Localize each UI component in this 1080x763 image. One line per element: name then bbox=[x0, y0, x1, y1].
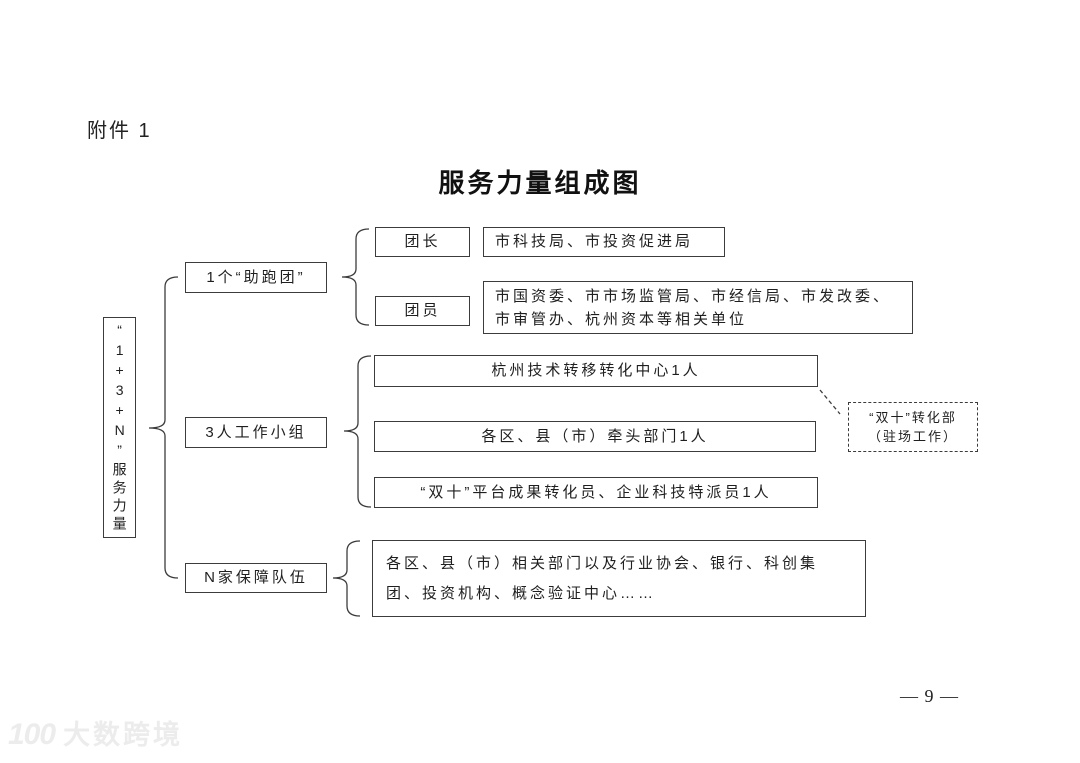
workgroup-item-3-text: “双十”平台成果转化员、企业科技特派员1人 bbox=[420, 483, 772, 501]
support-detail-box: 各区、县（市）相关部门以及行业协会、银行、科创集团、投资机构、概念验证中心…… bbox=[372, 540, 866, 617]
page-number: — 9 — bbox=[900, 686, 959, 706]
tuanyuan-detail-text: 市国资委、市市场监管局、市经信局、市发改委、市审管办、杭州资本等相关单位 bbox=[495, 287, 892, 328]
workgroup-item-3-box: “双十”平台成果转化员、企业科技特派员1人 bbox=[374, 477, 818, 508]
workgroup-item-2-text: 各区、县（市）牵头部门1人 bbox=[481, 427, 709, 445]
dashed-link-line bbox=[819, 389, 841, 415]
workgroup-item-1-text: 杭州技术转移转化中心1人 bbox=[491, 362, 701, 380]
workgroup-item-2-box: 各区、县（市）牵头部门1人 bbox=[374, 421, 816, 452]
tuanzhang-label: 团长 bbox=[404, 233, 441, 251]
page-title: 服务力量组成图 bbox=[438, 168, 642, 198]
attachment-label: 附件 1 bbox=[87, 120, 152, 142]
shuangshi-note-line1: “双十”转化部 bbox=[869, 410, 957, 425]
brace-zhupaotuan-icon bbox=[341, 228, 370, 326]
tuanzhang-box: 团长 bbox=[375, 227, 470, 257]
brace-support-icon bbox=[332, 540, 361, 617]
branch-support-label: N家保障队伍 bbox=[204, 569, 308, 587]
tuanyuan-detail-box: 市国资委、市市场监管局、市经信局、市发改委、市审管办、杭州资本等相关单位 bbox=[483, 281, 913, 334]
branch-zhupaotuan-label: 1个“助跑团” bbox=[206, 268, 306, 286]
brace-workgroup-icon bbox=[343, 355, 372, 508]
tuanzhang-detail-box: 市科技局、市投资促进局 bbox=[483, 227, 725, 257]
branch-zhupaotuan-box: 1个“助跑团” bbox=[185, 262, 327, 293]
watermark: 100 大数跨境 bbox=[8, 720, 183, 750]
root-box-label: “1+3+N”服务力量 bbox=[111, 321, 128, 534]
root-box: “1+3+N”服务力量 bbox=[103, 317, 136, 538]
tuanyuan-box: 团员 bbox=[375, 296, 470, 326]
tuanyuan-label: 团员 bbox=[404, 302, 441, 320]
watermark-text: 大数跨境 bbox=[63, 719, 184, 750]
support-detail-text: 各区、县（市）相关部门以及行业协会、银行、科创集团、投资机构、概念验证中心…… bbox=[386, 554, 819, 602]
tuanzhang-detail-text: 市科技局、市投资促进局 bbox=[495, 233, 694, 251]
branch-workgroup-box: 3人工作小组 bbox=[185, 417, 327, 448]
watermark-logo-icon: 100 bbox=[8, 718, 56, 751]
brace-root-icon bbox=[148, 276, 179, 579]
workgroup-item-1-box: 杭州技术转移转化中心1人 bbox=[374, 355, 818, 387]
shuangshi-note-box: “双十”转化部 （驻场工作） bbox=[848, 402, 978, 452]
shuangshi-note-line2: （驻场工作） bbox=[867, 429, 958, 444]
branch-support-box: N家保障队伍 bbox=[185, 563, 327, 593]
branch-workgroup-label: 3人工作小组 bbox=[205, 423, 307, 441]
